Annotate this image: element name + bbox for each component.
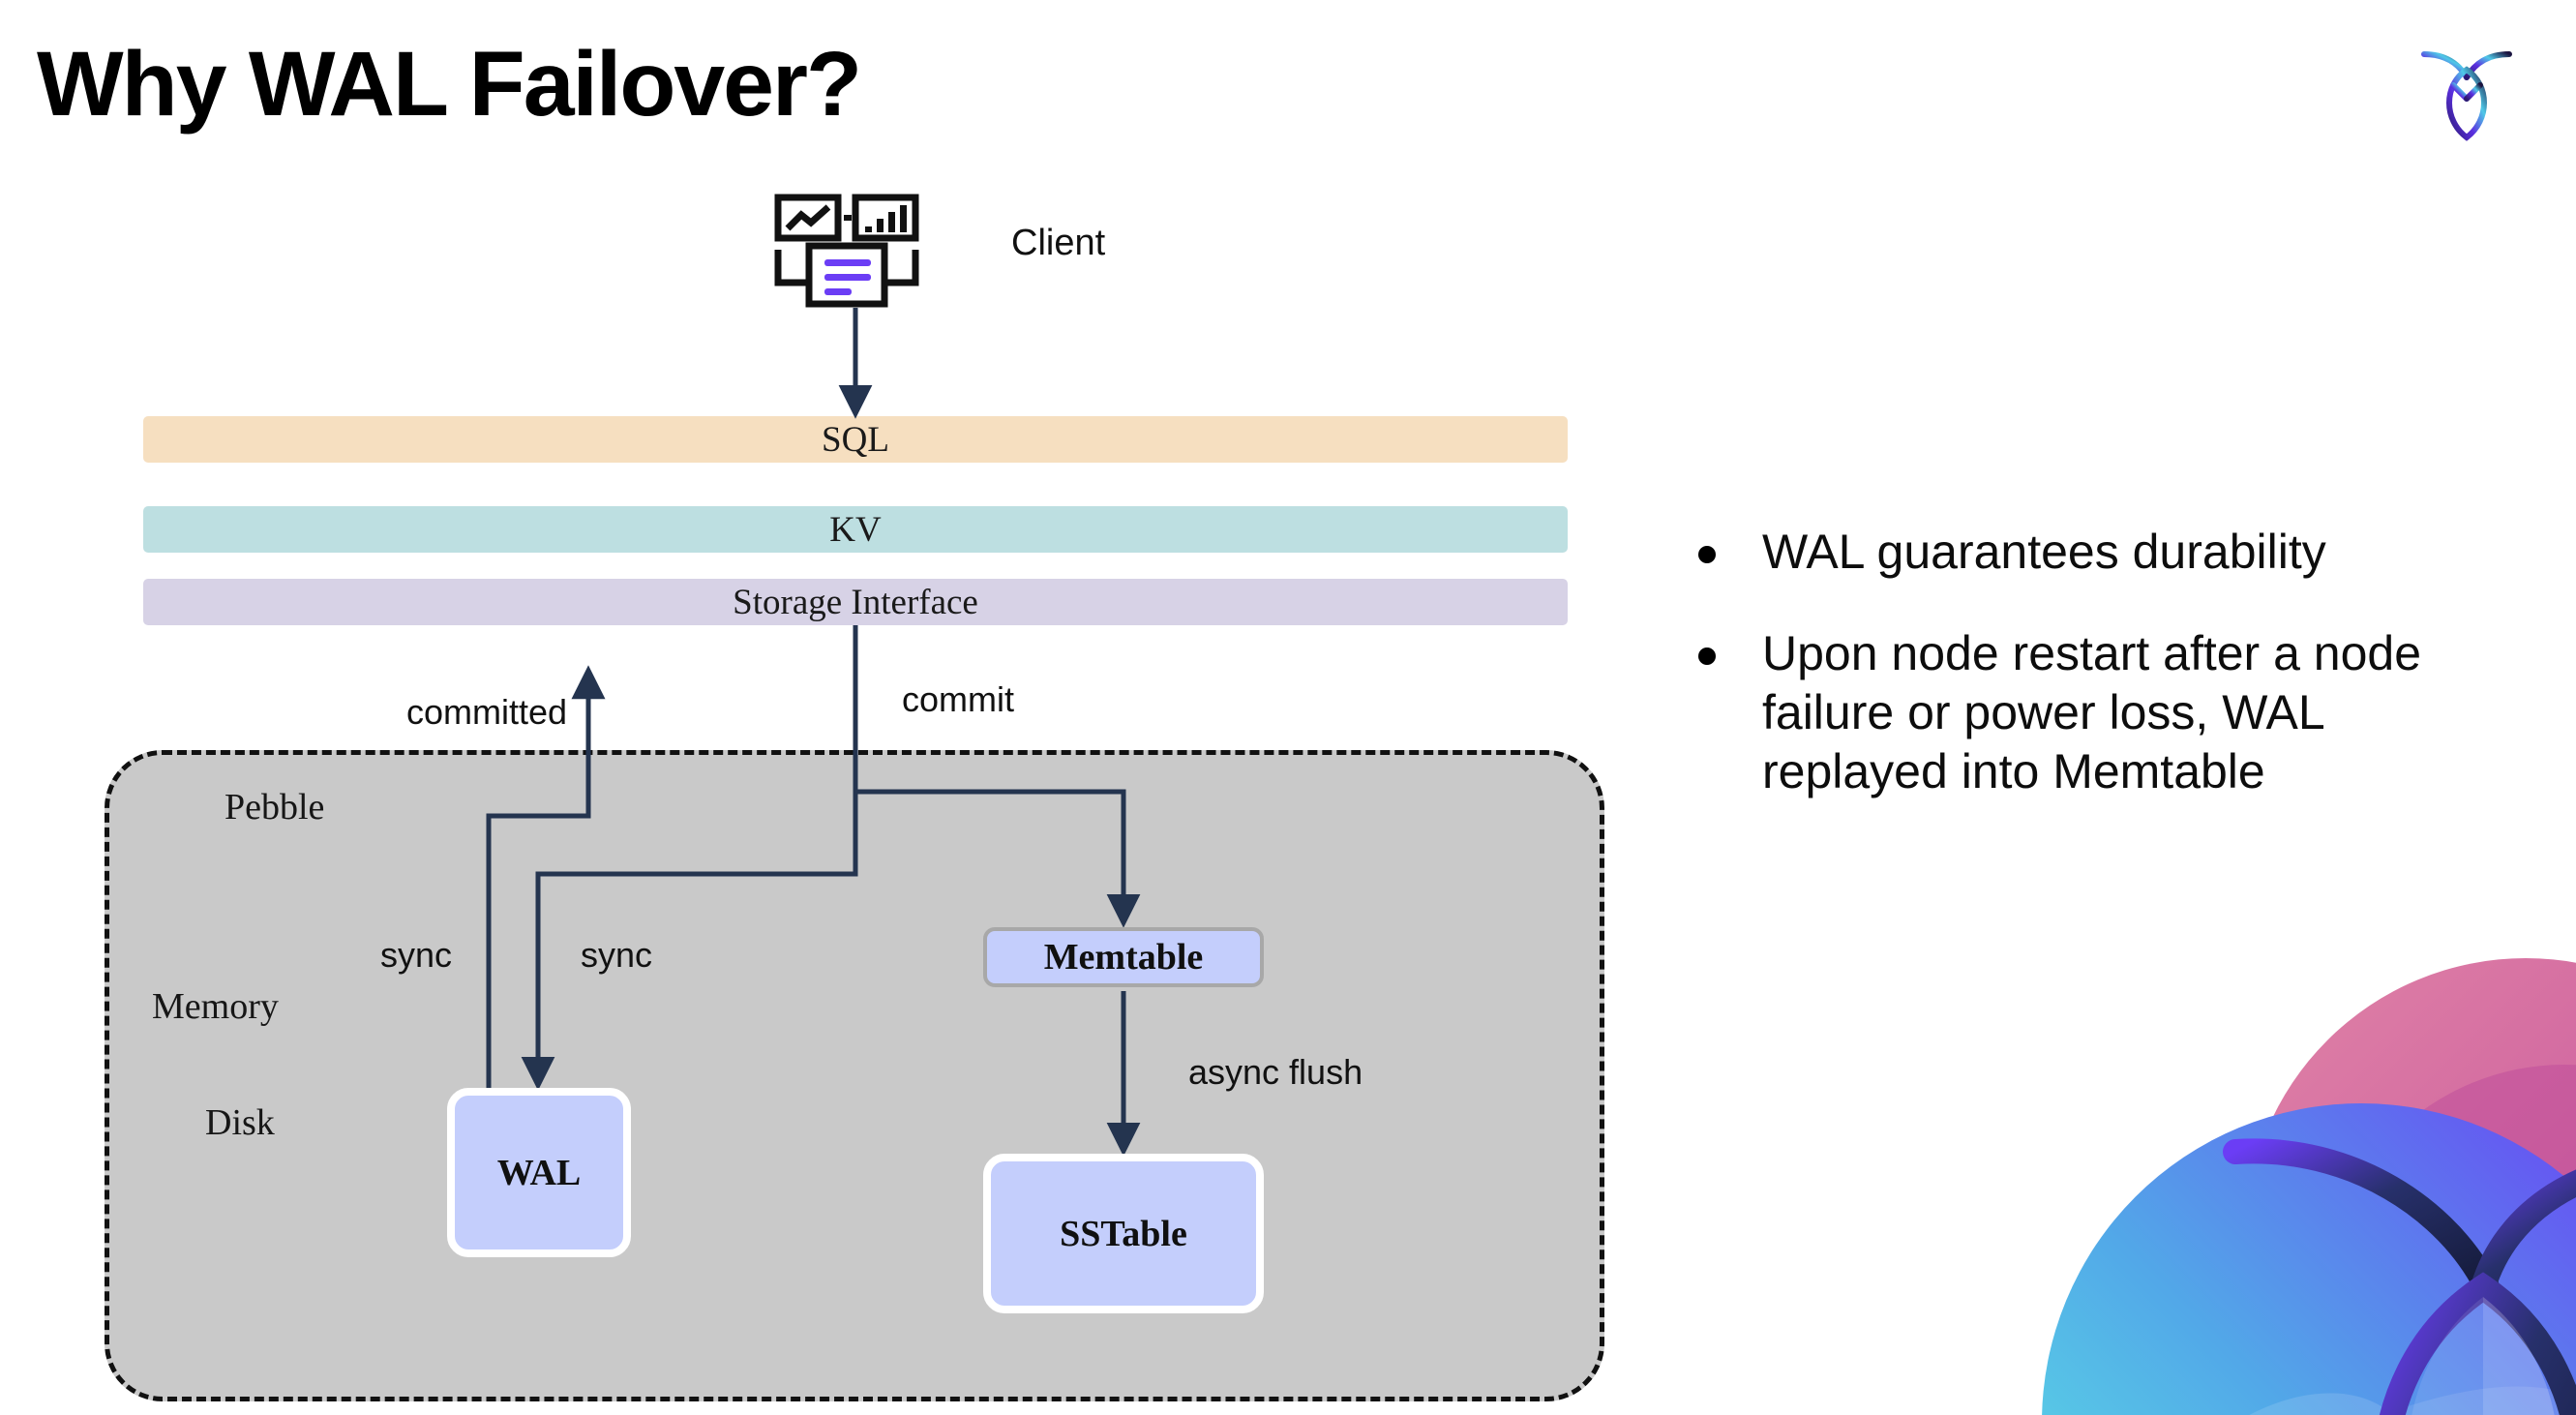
bullet-list: WAL guarantees durability Upon node rest…: [1698, 523, 2501, 844]
list-item: Upon node restart after a node failure o…: [1698, 624, 2501, 801]
edge-label-sync-left: sync: [380, 935, 453, 975]
node-label-wal: WAL: [496, 1152, 582, 1193]
node-label-sstable: SSTable: [1060, 1213, 1187, 1254]
node-sstable[interactable]: SSTable: [983, 1154, 1264, 1313]
edge-label-commit: commit: [902, 679, 1014, 719]
cockroachdb-logo-icon: [2409, 31, 2525, 147]
client-dashboard-icon: [774, 194, 929, 310]
layer-label-sql: SQL: [822, 419, 889, 460]
bullet-dot-icon: [1698, 647, 1716, 665]
layer-label-storage: Storage Interface: [733, 582, 978, 622]
node-memtable[interactable]: Memtable: [983, 927, 1264, 987]
cockroachdb-decorative-circles: [1945, 919, 2576, 1415]
node-wal[interactable]: WAL: [447, 1088, 631, 1257]
page-title: Why WAL Failover?: [37, 33, 862, 135]
client-label: Client: [1011, 223, 1106, 263]
list-item: WAL guarantees durability: [1698, 523, 2501, 582]
bullet-text: Upon node restart after a node failure o…: [1762, 626, 2422, 798]
pebble-container: [105, 750, 1604, 1401]
node-label-memtable: Memtable: [1043, 937, 1204, 978]
pebble-label: Pebble: [225, 787, 325, 828]
bullet-dot-icon: [1698, 546, 1716, 563]
layer-bar-storage: Storage Interface: [143, 579, 1568, 625]
edge-label-committed: committed: [406, 692, 568, 732]
layer-bar-kv: KV: [143, 506, 1568, 553]
layer-bar-sql: SQL: [143, 416, 1568, 463]
memory-label: Memory: [152, 986, 279, 1027]
layer-label-kv: KV: [829, 509, 882, 550]
bullet-text: WAL guarantees durability: [1762, 525, 2326, 579]
disk-label: Disk: [205, 1102, 275, 1143]
edge-label-sync-right: sync: [581, 935, 653, 975]
edge-label-async-flush: async flush: [1188, 1052, 1363, 1092]
